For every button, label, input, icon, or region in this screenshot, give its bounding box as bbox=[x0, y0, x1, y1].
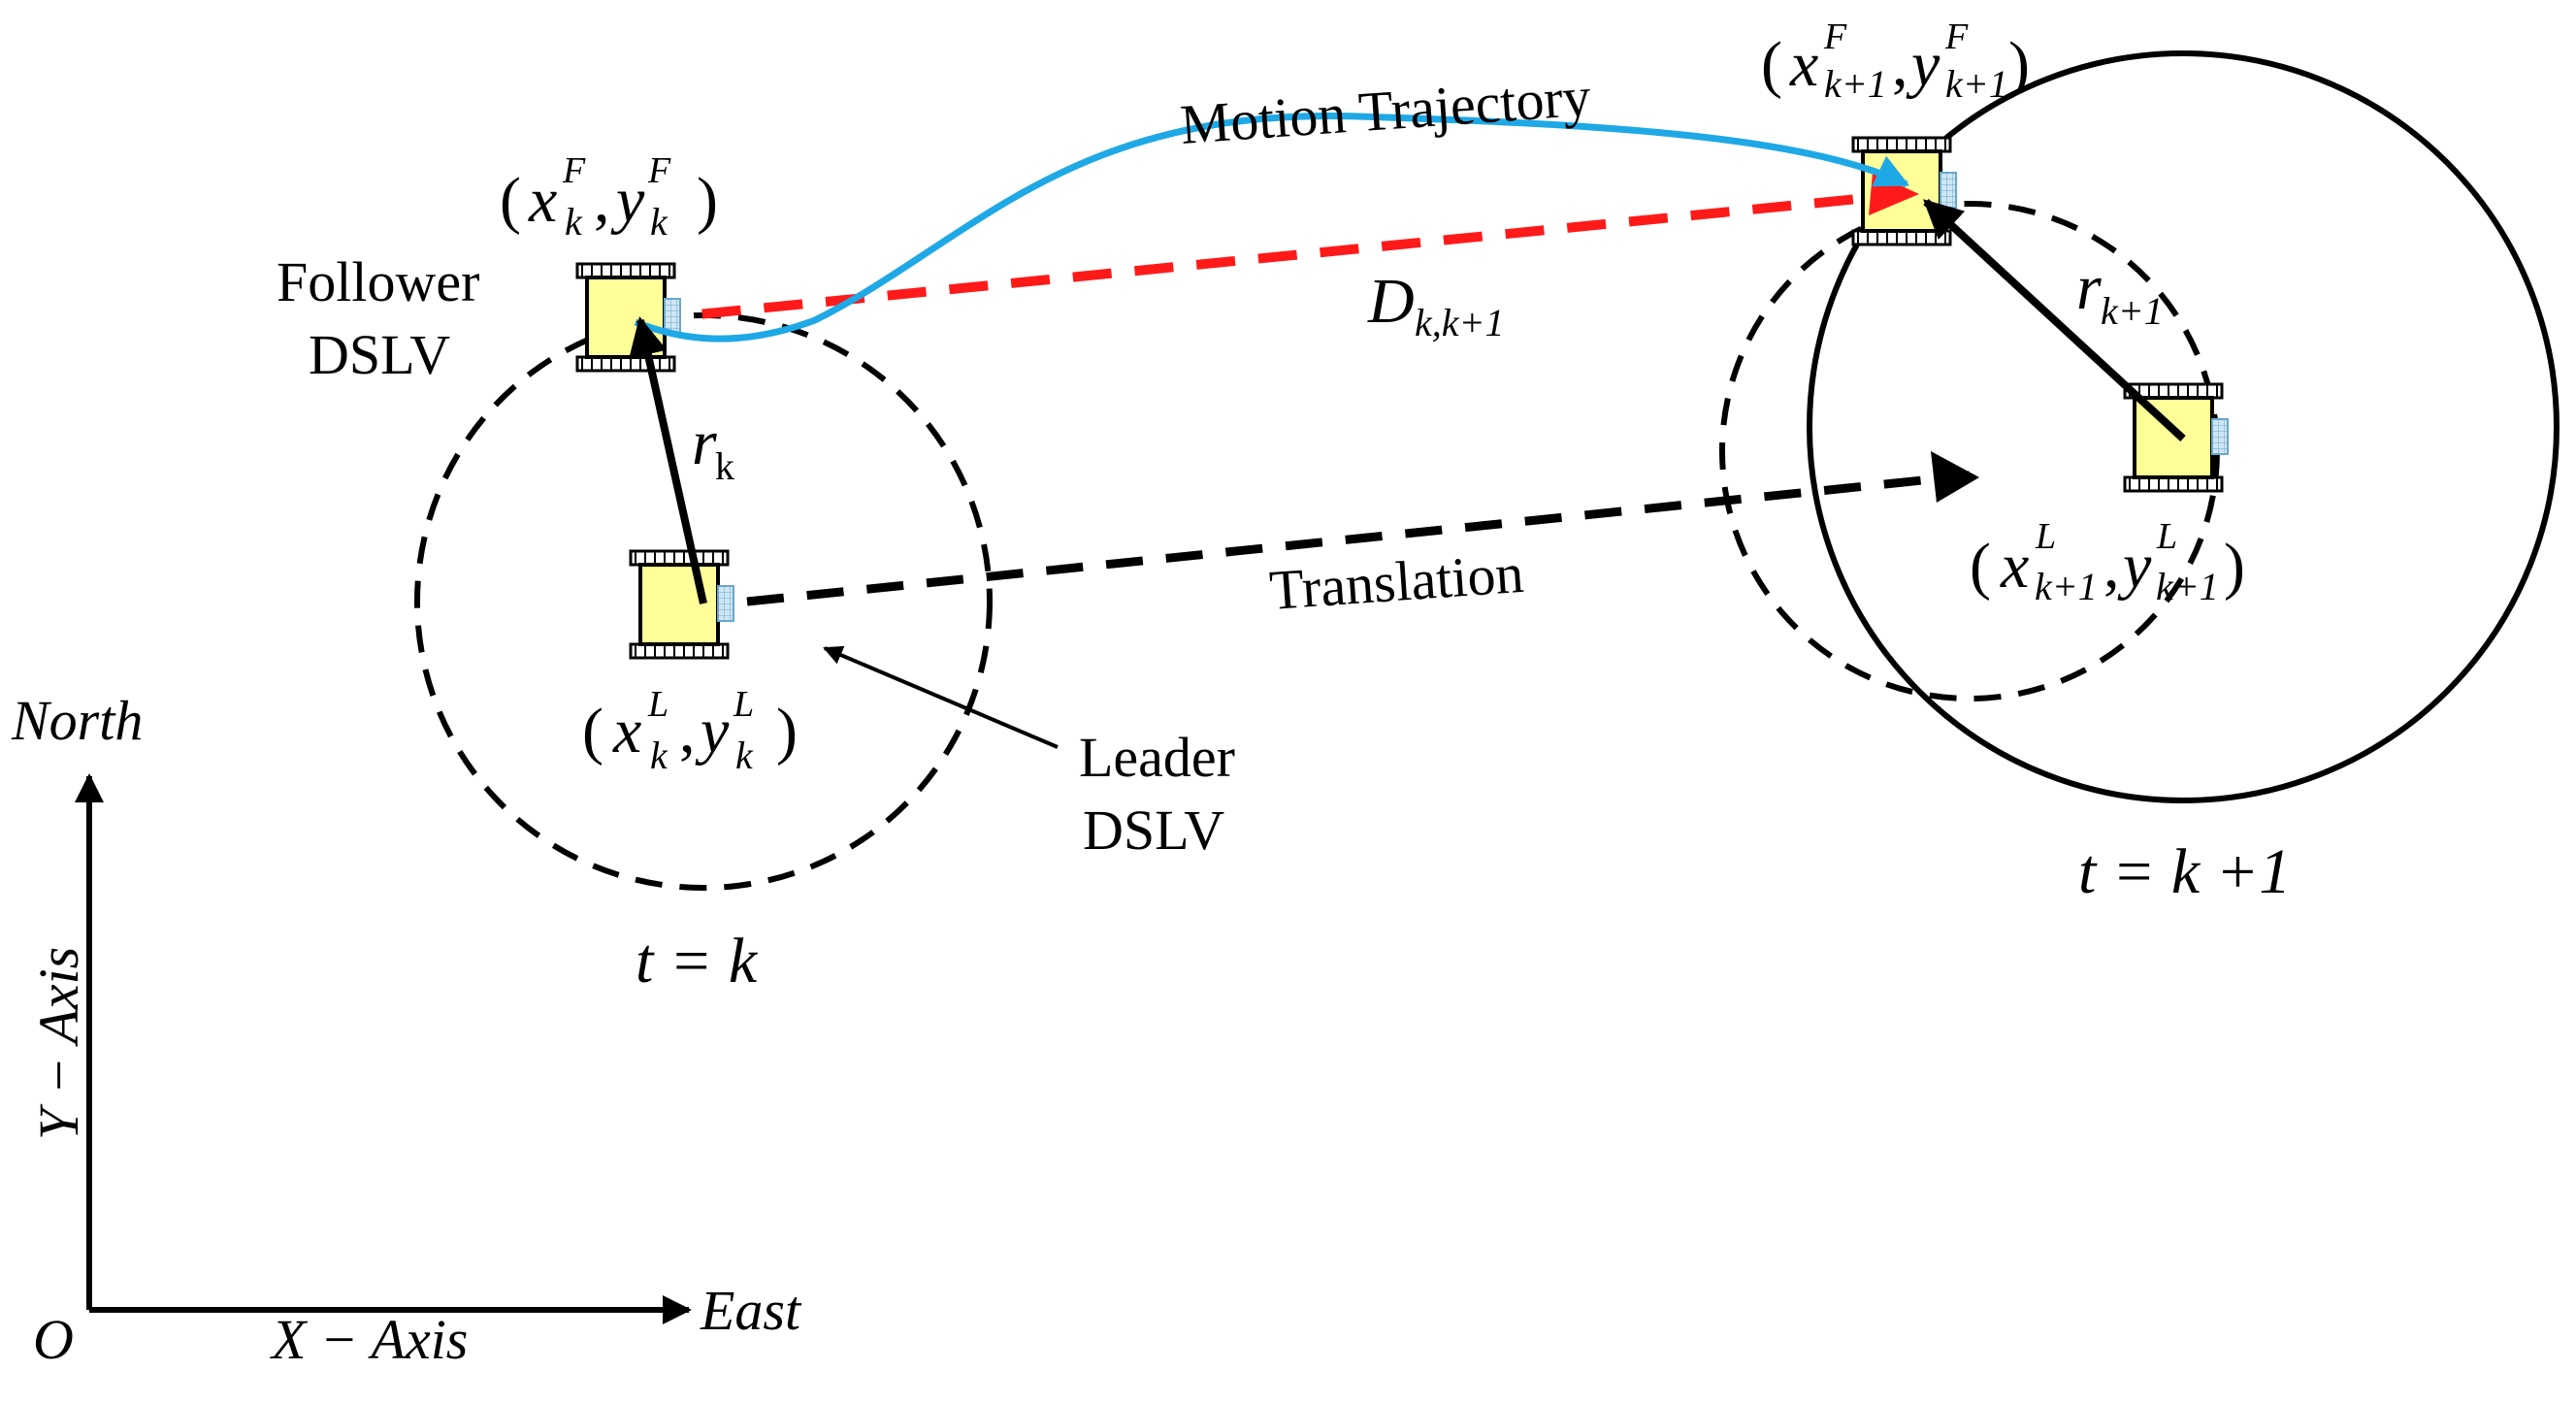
translation-label: Translation bbox=[1267, 541, 1525, 622]
svg-text:y: y bbox=[1906, 29, 1940, 100]
svg-text:(: ( bbox=[1970, 531, 1991, 602]
svg-text:y: y bbox=[695, 696, 730, 767]
leader-k1-coordinates: ( x L k+1 , y L k+1 ) bbox=[1970, 516, 2245, 608]
distance-label: D k,k+1 bbox=[1367, 266, 1505, 344]
motion-trajectory-label: Motion Trajectory bbox=[1178, 65, 1592, 156]
svg-text:k: k bbox=[735, 734, 754, 777]
svg-text:,: , bbox=[1892, 29, 1908, 100]
svg-text:k+1: k+1 bbox=[1945, 62, 2008, 106]
svg-text:k: k bbox=[650, 200, 668, 244]
svg-text:k: k bbox=[565, 200, 583, 244]
svg-text:D: D bbox=[1367, 266, 1415, 337]
svg-text:(: ( bbox=[582, 696, 603, 767]
follower-vehicle-k bbox=[575, 262, 682, 373]
y-axis-label: Y − Axis bbox=[27, 947, 90, 1140]
follower-k1-coordinates: ( x F k+1 , y F k+1 ) bbox=[1761, 16, 2030, 106]
x-axis-label: X − Axis bbox=[270, 1308, 468, 1371]
svg-text:k+1: k+1 bbox=[2156, 565, 2219, 608]
svg-text:y: y bbox=[2117, 531, 2152, 602]
translation-arrowhead bbox=[1931, 451, 1979, 503]
svg-text:k+1: k+1 bbox=[2101, 289, 2164, 333]
svg-text:): ) bbox=[2008, 29, 2030, 100]
coordinate-axes: O North East Y − Axis X − Axis bbox=[11, 689, 802, 1371]
leader-label-line1: Leader bbox=[1079, 726, 1235, 789]
leader-pointer-arrow bbox=[823, 645, 1059, 749]
svg-text:(: ( bbox=[1761, 29, 1782, 100]
leader-vehicle-k bbox=[629, 549, 735, 660]
svg-text:x: x bbox=[528, 165, 557, 236]
svg-text:L: L bbox=[647, 684, 668, 725]
leader-range-circle-k1 bbox=[1807, 50, 2560, 803]
r-k-label: r k bbox=[692, 408, 734, 488]
r-k1-label: r k+1 bbox=[2076, 252, 2164, 333]
svg-text:k: k bbox=[650, 734, 668, 777]
follower-label-line2: DSLV bbox=[309, 323, 450, 386]
leader-k-coordinates: ( x L k , y L k ) bbox=[582, 684, 798, 777]
distance-line bbox=[639, 192, 1878, 325]
svg-text:): ) bbox=[776, 696, 798, 767]
r-k-vector bbox=[629, 316, 707, 604]
svg-text:): ) bbox=[697, 165, 718, 236]
time-k-label: t = k bbox=[636, 926, 759, 996]
svg-text:x: x bbox=[612, 696, 641, 767]
svg-text:F: F bbox=[562, 150, 586, 191]
r-k1-vector bbox=[1923, 199, 2186, 441]
east-label: East bbox=[700, 1279, 802, 1342]
svg-text:): ) bbox=[2224, 531, 2245, 602]
svg-text:k+1: k+1 bbox=[1824, 62, 1887, 106]
svg-text:F: F bbox=[1944, 16, 1969, 57]
svg-text:y: y bbox=[610, 165, 645, 236]
svg-text:F: F bbox=[647, 150, 671, 191]
svg-text:k: k bbox=[715, 444, 734, 488]
follower-label-line1: Follower bbox=[277, 250, 479, 313]
svg-text:r: r bbox=[2076, 252, 2102, 323]
translation-arrow bbox=[746, 471, 1971, 606]
svg-text:k,k+1: k,k+1 bbox=[1415, 301, 1505, 344]
svg-text:(: ( bbox=[500, 165, 521, 236]
svg-text:r: r bbox=[692, 408, 717, 478]
north-label: North bbox=[11, 689, 143, 752]
svg-text:,: , bbox=[679, 696, 696, 767]
origin-label: O bbox=[33, 1308, 74, 1371]
motion-trajectory-curve bbox=[634, 113, 1910, 343]
svg-text:F: F bbox=[1823, 16, 1847, 57]
svg-text:L: L bbox=[2156, 516, 2177, 557]
svg-text:L: L bbox=[733, 684, 754, 725]
leader-label-line2: DSLV bbox=[1083, 799, 1224, 862]
svg-text:,: , bbox=[594, 165, 610, 236]
svg-text:L: L bbox=[2035, 516, 2056, 557]
svg-text:x: x bbox=[1789, 29, 1818, 100]
time-k1-label: t = k +1 bbox=[2078, 836, 2291, 907]
follower-k-coordinates: ( x F k , y F k ) bbox=[500, 150, 718, 244]
svg-text:k+1: k+1 bbox=[2035, 565, 2098, 608]
svg-text:,: , bbox=[2103, 531, 2120, 602]
svg-text:x: x bbox=[2000, 531, 2029, 602]
